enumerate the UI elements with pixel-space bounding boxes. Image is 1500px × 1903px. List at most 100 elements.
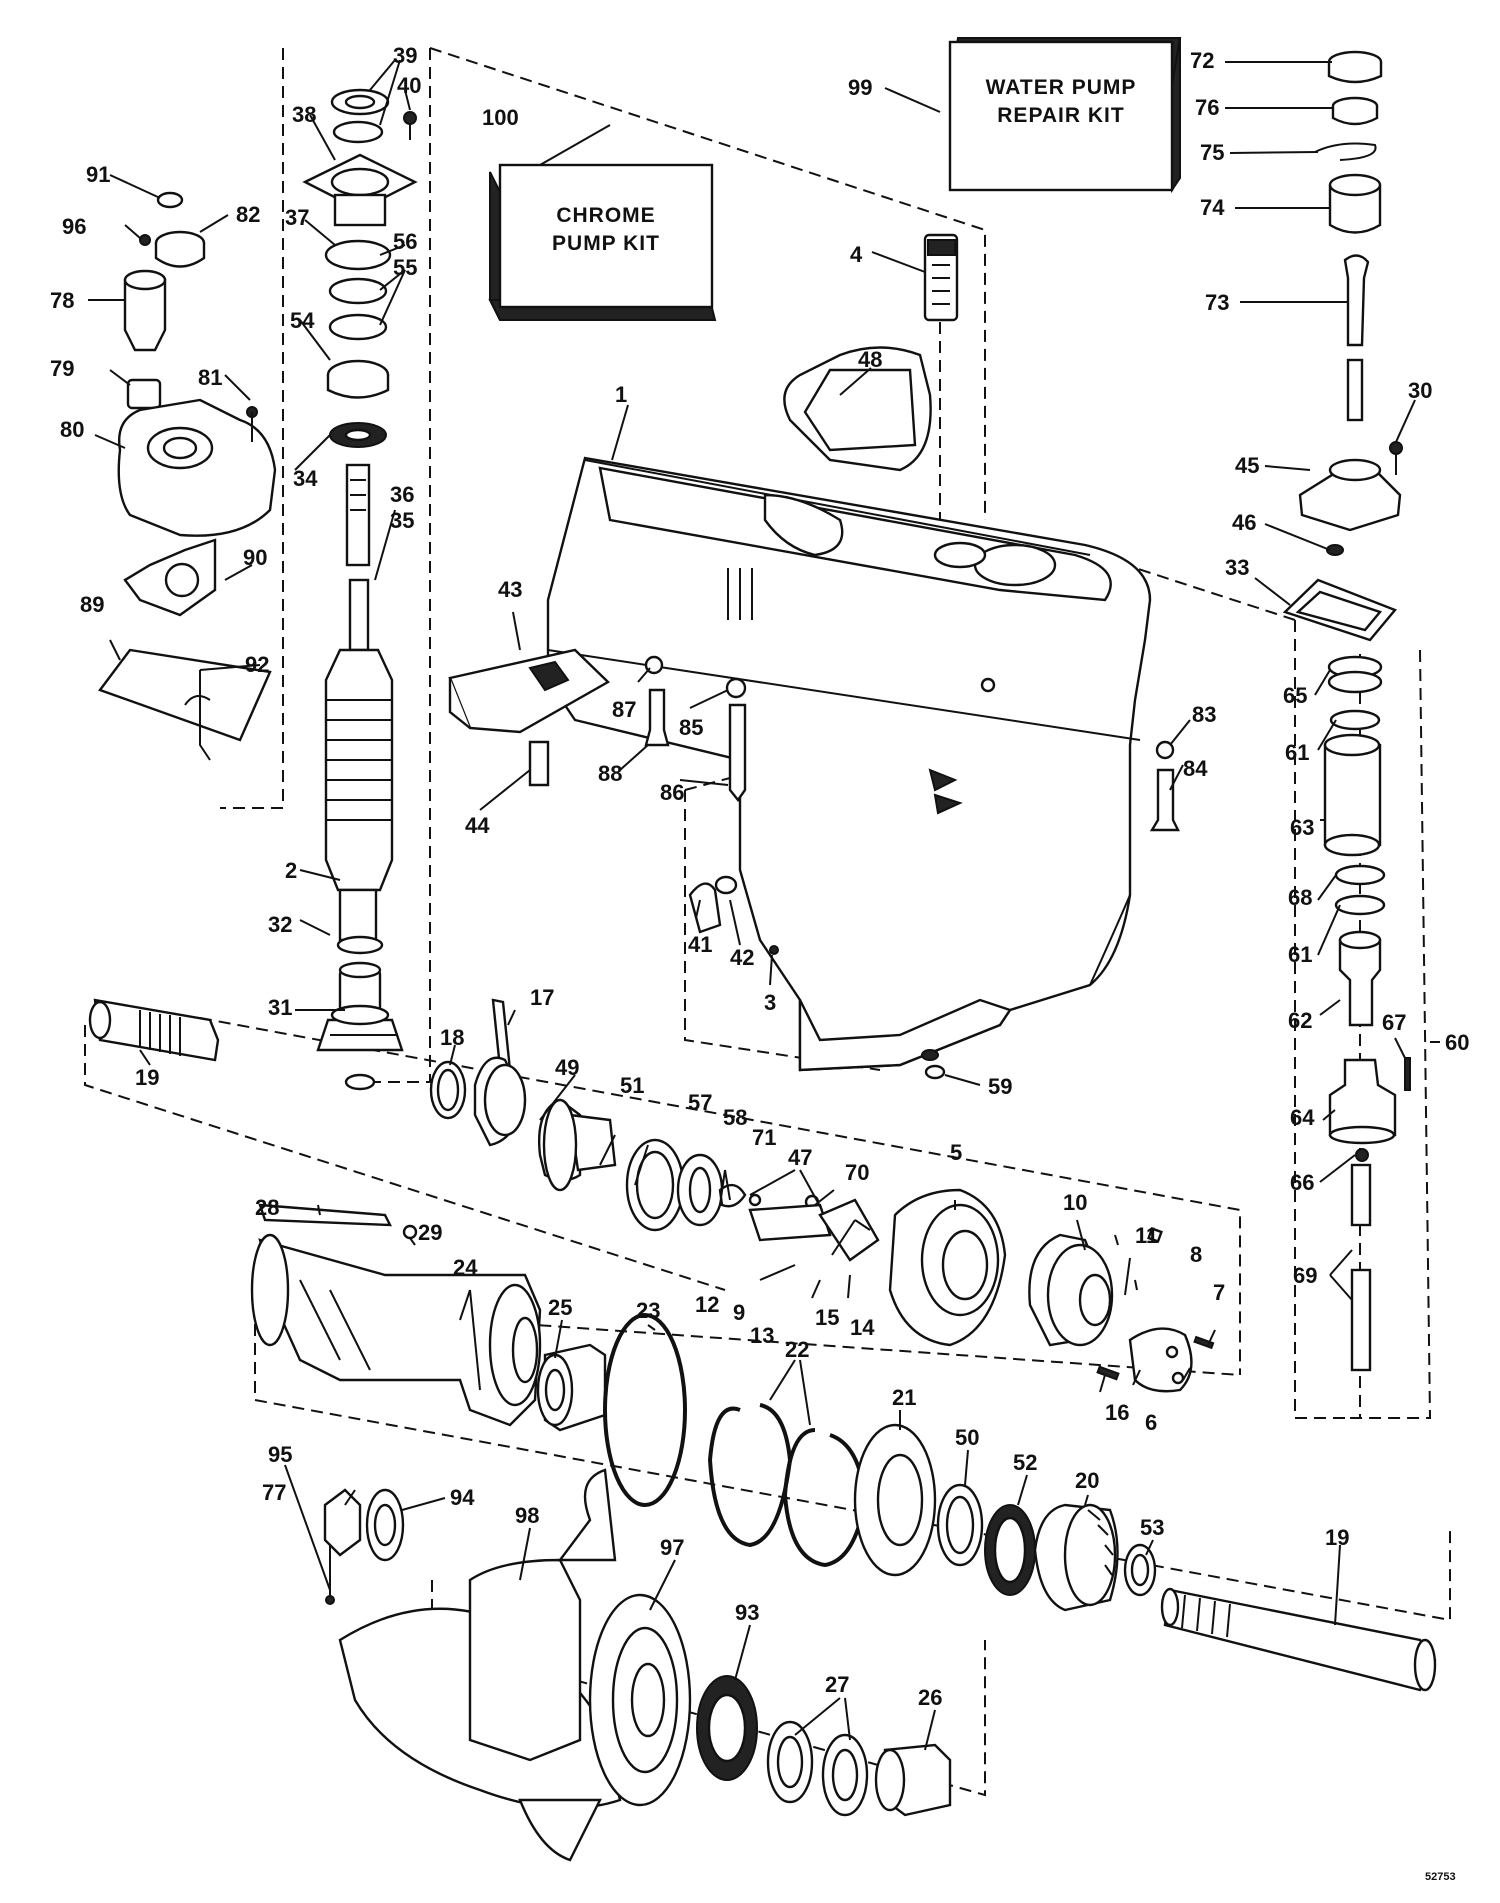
callout-32: 32 xyxy=(268,912,292,937)
callout-75: 75 xyxy=(1200,140,1224,165)
housing-seal-48 xyxy=(783,346,932,472)
callout-6: 6 xyxy=(1145,1410,1157,1435)
callout-62: 62 xyxy=(1288,1008,1312,1033)
callout-77: 77 xyxy=(262,1480,286,1505)
callout-4: 4 xyxy=(850,242,863,267)
bearing-housing xyxy=(250,1203,542,1427)
water-pump-repair-kit-box: WATER PUMP REPAIR KIT xyxy=(948,37,1182,194)
gearcase-housing xyxy=(546,456,1152,1072)
callout-33: 33 xyxy=(1225,555,1249,580)
callout-45: 45 xyxy=(1235,453,1259,478)
callout-81: 81 xyxy=(198,365,222,390)
callout-63: 63 xyxy=(1290,815,1314,840)
callout-66: 66 xyxy=(1290,1170,1314,1195)
callout-18: 18 xyxy=(440,1025,464,1050)
callout-14: 14 xyxy=(850,1315,875,1340)
callout-23: 23 xyxy=(636,1298,660,1323)
chrome-pump-kit-box: CHROME PUMP KIT xyxy=(488,163,717,321)
callout-17: 17 xyxy=(530,985,554,1010)
callout-47: 47 xyxy=(788,1145,812,1170)
callout-60: 60 xyxy=(1445,1030,1469,1055)
anode-and-bolts xyxy=(448,648,1180,832)
callout-28: 28 xyxy=(255,1195,279,1220)
prop-shaft-parts xyxy=(536,1313,1437,1692)
callout-82: 82 xyxy=(236,202,260,227)
callout-34: 34 xyxy=(293,466,318,491)
callout-87: 87 xyxy=(612,697,636,722)
callout-12: 12 xyxy=(695,1292,719,1317)
callout-71: 71 xyxy=(752,1125,776,1150)
callout-15: 15 xyxy=(815,1305,839,1330)
callout-22: 22 xyxy=(785,1337,809,1362)
callout-10: 10 xyxy=(1063,1190,1087,1215)
callout-26: 26 xyxy=(918,1685,942,1710)
callout-24: 24 xyxy=(453,1255,478,1280)
gear-train-outline xyxy=(84,1017,1241,1375)
callout-95: 95 xyxy=(268,1442,292,1467)
callout-73: 73 xyxy=(1205,290,1229,315)
callout-79: 79 xyxy=(50,356,74,381)
callout-59: 59 xyxy=(988,1074,1012,1099)
callout-94: 94 xyxy=(450,1485,475,1510)
callout-21: 21 xyxy=(892,1385,916,1410)
callout-84: 84 xyxy=(1183,756,1208,781)
drawing-code: 52753 xyxy=(1425,1871,1456,1883)
callout-99: 99 xyxy=(848,75,872,100)
callout-55: 55 xyxy=(393,255,417,280)
callout-42: 42 xyxy=(730,945,754,970)
chrome-pump-kit-line2: PUMP KIT xyxy=(552,232,660,255)
prop-shaft-outline xyxy=(254,1304,1451,1622)
callout-16: 16 xyxy=(1105,1400,1129,1425)
callout-49: 49 xyxy=(555,1055,579,1080)
callout-76: 76 xyxy=(1195,95,1219,120)
callout-92: 92 xyxy=(245,652,269,677)
callout-93: 93 xyxy=(735,1600,759,1625)
callout-78: 78 xyxy=(50,288,74,313)
callout-19b: 19 xyxy=(1325,1525,1349,1550)
water-pump-kit-line2: REPAIR KIT xyxy=(997,104,1124,127)
callout-1: 1 xyxy=(615,382,627,407)
callout-58: 58 xyxy=(723,1105,747,1130)
callout-70: 70 xyxy=(845,1160,869,1185)
callout-97: 97 xyxy=(660,1535,684,1560)
callout-65: 65 xyxy=(1283,683,1307,708)
callout-57: 57 xyxy=(688,1090,712,1115)
callout-53: 53 xyxy=(1140,1515,1164,1540)
callout-83: 83 xyxy=(1192,702,1216,727)
callout-86: 86 xyxy=(660,780,684,805)
callout-7: 7 xyxy=(1213,1280,1225,1305)
callout-90: 90 xyxy=(243,545,267,570)
callout-56: 56 xyxy=(393,229,417,254)
callout-38: 38 xyxy=(292,102,316,127)
callout-96: 96 xyxy=(62,214,86,239)
callout-46: 46 xyxy=(1232,510,1256,535)
shift-rod-assembly xyxy=(1282,50,1411,1372)
callout-51: 51 xyxy=(620,1073,644,1098)
callout-52: 52 xyxy=(1013,1450,1037,1475)
callout-39: 39 xyxy=(393,43,417,68)
callout-3: 3 xyxy=(764,990,776,1015)
callout-85: 85 xyxy=(679,715,703,740)
grommet-4 xyxy=(923,233,959,322)
callout-31: 31 xyxy=(268,995,292,1020)
callout-88: 88 xyxy=(598,761,622,786)
callout-37: 37 xyxy=(285,205,309,230)
callout-40: 40 xyxy=(397,73,421,98)
callout-68: 68 xyxy=(1288,885,1312,910)
callout-9: 9 xyxy=(733,1300,745,1325)
callout-30: 30 xyxy=(1408,378,1432,403)
callout-8: 8 xyxy=(1190,1242,1202,1267)
chrome-pump-kit-line1: CHROME xyxy=(556,204,655,227)
callout-67: 67 xyxy=(1382,1010,1406,1035)
gear-train-upper xyxy=(88,998,1215,1393)
callout-20: 20 xyxy=(1075,1468,1099,1493)
callout-44: 44 xyxy=(465,813,490,838)
callout-61b: 61 xyxy=(1288,942,1312,967)
water-pump-kit-line1: WATER PUMP xyxy=(986,76,1137,99)
callout-2: 2 xyxy=(285,858,297,883)
callout-35: 35 xyxy=(390,508,414,533)
callout-100: 100 xyxy=(482,105,519,130)
callout-29: 29 xyxy=(418,1220,442,1245)
callout-13: 13 xyxy=(750,1323,774,1348)
